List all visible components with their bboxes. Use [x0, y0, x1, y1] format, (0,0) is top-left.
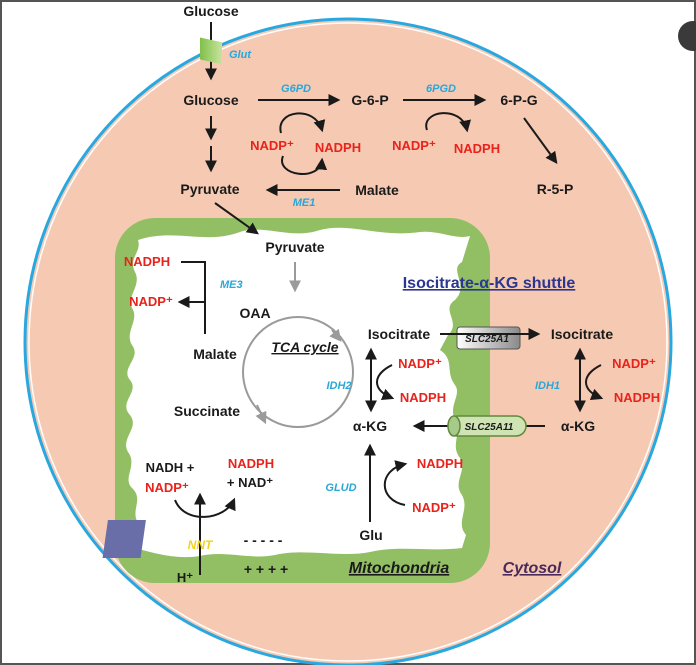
membrane-plus-label: + + + + [244, 561, 288, 577]
pyruvate-import-arrow [214, 202, 259, 235]
nnt-transporter [102, 520, 146, 558]
nadp-2-label: NADP⁺ [392, 138, 436, 153]
nadp-nnt-label: NADP⁺ [145, 480, 189, 495]
glut-label: Glut [229, 49, 252, 61]
nadph-idh2-label: NADPH [400, 390, 446, 405]
nadp-idh2-label: NADP⁺ [398, 356, 442, 371]
tca-cycle-label: TCA cycle [271, 339, 338, 355]
slc25a11-cap [447, 415, 461, 437]
membrane-minus-label: - - - - - [244, 532, 283, 548]
pyruvate-cyto-label: Pyruvate [180, 181, 239, 197]
tca-arrow-2 [329, 328, 342, 342]
mitochondria-label: Mitochondria [349, 560, 450, 577]
isocitrate-mito-label: Isocitrate [368, 326, 430, 342]
succinate-label: Succinate [174, 403, 240, 419]
nadph-2-label: NADPH [454, 141, 500, 156]
6pgd-cofactor-arrow [425, 112, 471, 133]
nadph-nnt-label: NADPH [228, 456, 274, 471]
cytosol-label: Cytosol [503, 560, 562, 577]
idh2-label: IDH2 [326, 380, 351, 392]
g6pd-cofactor-arrow [279, 112, 326, 134]
slc25a1-transporter [456, 326, 521, 350]
nadph-glud-label: NADPH [417, 456, 463, 471]
nad-nnt-label: + NAD⁺ [227, 475, 273, 490]
g6pd-label: G6PD [281, 83, 311, 95]
me1-cofactor-arrow [281, 155, 328, 175]
glud-label: GLUD [325, 482, 356, 494]
idh1-label: IDH1 [535, 380, 560, 392]
nnt-cofactor-arrow [174, 497, 236, 518]
nadp-glud-label: NADP⁺ [412, 500, 456, 515]
6pgd-label: 6PGD [426, 83, 456, 95]
malate-mito-label: Malate [193, 346, 237, 362]
nadh-plus-label: NADH + [146, 460, 195, 475]
nadph-me3-label: NADPH [124, 254, 170, 269]
nadph-1-label: NADPH [315, 140, 361, 155]
akg-mito-label: α-KG [353, 418, 387, 434]
idh1-cofactor-arrow [585, 364, 604, 400]
g6p-label: G-6-P [351, 92, 388, 108]
6pg-label: 6-P-G [500, 92, 537, 108]
shuttle-title: Isocitrate-α-KG shuttle [403, 275, 576, 292]
proton-label: H⁺ [177, 570, 193, 585]
cell-membrane-inner [28, 22, 668, 662]
idh2-cofactor-arrow [376, 364, 395, 400]
slc25a1-label: SLC25A1 [465, 334, 509, 345]
tca-arrow-1 [255, 404, 267, 425]
6pg-to-r5p-arrow [523, 117, 558, 164]
glucose-label: Glucose [183, 92, 238, 108]
nnt-label: NNT [188, 538, 214, 552]
glucose-top-label: Glucose [183, 3, 238, 19]
slc25a11-label: SLC25A11 [465, 422, 514, 433]
glut-transporter [200, 37, 222, 65]
mitochondrial-matrix [126, 227, 470, 558]
isocitrate-cyto-label: Isocitrate [551, 326, 613, 342]
r5p-label: R-5-P [537, 181, 574, 197]
nadp-idh1-label: NADP⁺ [612, 356, 656, 371]
oaa-label: OAA [239, 305, 270, 321]
nadp-1-label: NADP⁺ [250, 138, 294, 153]
me3-label: ME3 [220, 279, 243, 291]
glu-label: Glu [359, 527, 382, 543]
pyruvate-mito-label: Pyruvate [265, 239, 324, 255]
glud-cofactor-arrow [383, 460, 408, 506]
akg-cyto-label: α-KG [561, 418, 595, 434]
me1-label: ME1 [293, 197, 316, 209]
tca-cycle-circle [242, 316, 354, 428]
menu-handle-icon[interactable] [678, 21, 696, 51]
nadp-me3-label: NADP⁺ [129, 294, 173, 309]
me3-bracket [181, 261, 206, 334]
nadph-idh1-label: NADPH [614, 390, 660, 405]
malate-cyto-label: Malate [355, 182, 399, 198]
